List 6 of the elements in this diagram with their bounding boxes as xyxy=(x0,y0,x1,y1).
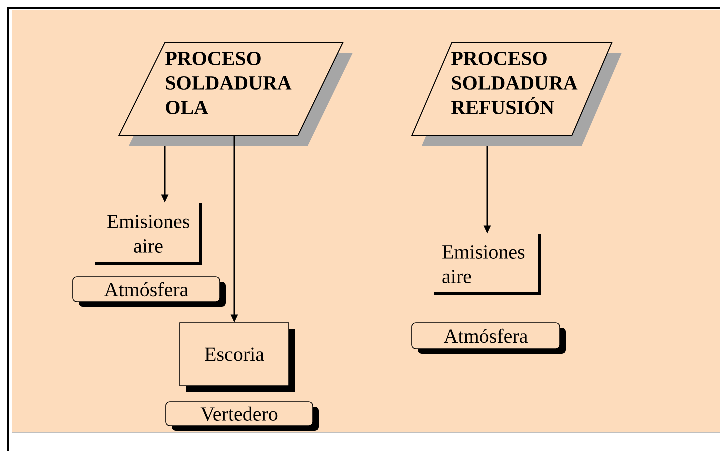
residue-box: Escoria xyxy=(180,322,295,392)
output-box: Emisiones aire xyxy=(95,203,202,265)
destination-box: Atmósfera xyxy=(412,322,566,354)
output-box: Emisiones aire xyxy=(434,234,541,295)
destination-box: Vertedero xyxy=(166,402,319,431)
destination-box: Atmósfera xyxy=(72,276,226,307)
